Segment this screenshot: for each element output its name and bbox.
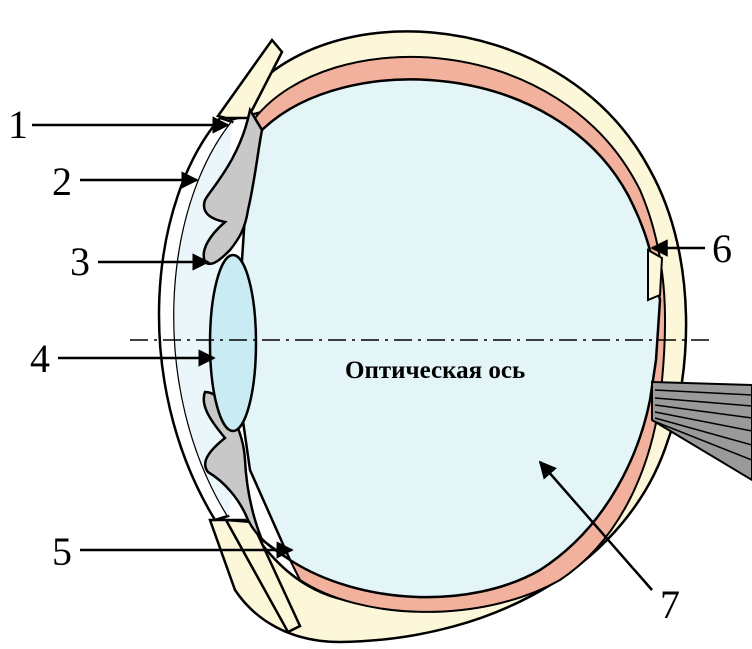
label-5: 5 [52,529,72,574]
lens [210,255,256,431]
label-2: 2 [52,159,72,204]
label-4: 4 [30,336,50,381]
label-7: 7 [660,582,680,627]
label-6: 6 [712,226,732,271]
label-1: 1 [8,102,28,147]
optic-disc-bump [648,250,662,300]
vitreous-body [238,79,660,597]
label-3: 3 [70,239,90,284]
optical-axis-label: Оптическая ось [345,357,525,384]
